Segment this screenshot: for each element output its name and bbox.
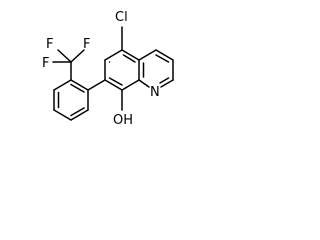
bond-c4a-c4 — [138, 49, 157, 61]
bond-p2-p3 — [53, 79, 72, 91]
bond-double-c5-c4a — [122, 54, 136, 63]
fluorine-top-right-label: F — [83, 37, 90, 52]
bond-p1-p2 — [70, 79, 89, 91]
bond-double-c8-c7 — [108, 77, 123, 86]
bond-c6-c5 — [104, 49, 123, 61]
bond-c2-n1 — [160, 79, 174, 88]
chemical-structure-diagram: Cl N OH F F F — [42, 10, 174, 128]
hydroxyl-label: OH — [113, 113, 133, 128]
nitrogen-label: N — [150, 85, 160, 100]
bond-c-f-top-right — [70, 49, 85, 63]
bond-double-p1-p2 — [70, 83, 85, 93]
bond-double-p5-p6 — [70, 107, 85, 117]
bond-c-f-top-left — [57, 49, 72, 63]
phenyl-bonds — [52, 49, 89, 121]
bond-c5-c4a — [121, 49, 140, 61]
fluorine-left-label: F — [42, 56, 49, 71]
bond-p5-p6 — [70, 109, 89, 121]
bond-n1-c8a — [138, 79, 150, 88]
atom-labels: Cl N OH F F F — [42, 10, 160, 128]
fluorine-top-left-label: F — [46, 37, 53, 52]
bond-double-c4-c3 — [155, 54, 170, 63]
quinoline-bonds — [87, 26, 174, 111]
bond-double-c2-n1 — [159, 77, 170, 84]
bond-c8-c7 — [104, 79, 123, 91]
bond-c4-c3 — [155, 49, 174, 61]
bond-p4-p5 — [53, 109, 72, 121]
chlorine-label: Cl — [115, 10, 128, 25]
bond-c8a-c8 — [121, 79, 140, 91]
bond-c7-phenyl — [87, 79, 106, 91]
